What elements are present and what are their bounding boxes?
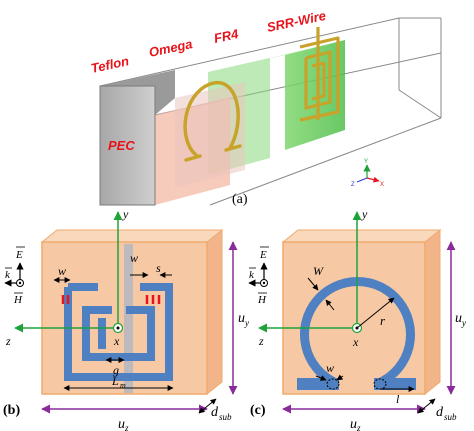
svg-text:sub: sub: [219, 412, 232, 422]
svg-text:Z: Z: [351, 182, 355, 188]
y-label-b: y: [122, 207, 129, 221]
svg-text:r: r: [380, 313, 386, 328]
svg-text:x: x: [352, 335, 359, 349]
omega-feet: [297, 378, 416, 390]
svg-text:w: w: [130, 251, 138, 265]
svg-text:w: w: [58, 264, 66, 278]
svg-text:H: H: [257, 294, 267, 306]
svg-text:k: k: [5, 269, 11, 281]
svg-text:m: m: [120, 381, 126, 390]
svg-text:s: s: [156, 261, 161, 275]
svg-text:z: z: [124, 423, 129, 431]
svg-text:X: X: [380, 182, 384, 188]
svg-text:y: y: [244, 318, 249, 328]
svg-text:y: y: [461, 318, 466, 328]
dims-c: W r w l: [307, 264, 415, 406]
svg-text:z: z: [258, 334, 264, 348]
svg-text:u: u: [238, 311, 245, 326]
substrate-c-right-face: [424, 228, 441, 396]
svg-text:y: y: [361, 207, 368, 221]
svg-text:L: L: [111, 374, 119, 388]
field-triad-b: E k H: [4, 246, 25, 306]
gap-markers-b: [61, 295, 161, 304]
svg-text:E: E: [259, 249, 267, 261]
label-pec: PEC: [108, 138, 135, 153]
field-triad-c: E k H: [248, 246, 269, 306]
wire-strip: [124, 244, 133, 393]
label-fr4: FR4: [213, 26, 241, 46]
svg-text:u: u: [350, 417, 357, 431]
axis-triad: Y X Z: [351, 159, 384, 188]
srr-wire-copper: [299, 27, 340, 122]
svg-text:H: H: [13, 294, 23, 306]
svg-text:W: W: [313, 264, 324, 278]
x-label-b: x: [113, 334, 120, 348]
svg-text:u: u: [118, 417, 125, 431]
svg-text:k: k: [249, 269, 255, 281]
caption-a: (a): [232, 192, 248, 207]
omega-particle: [183, 80, 242, 162]
svg-text:w: w: [326, 361, 334, 375]
svg-text:d: d: [436, 405, 444, 420]
svg-text:d: d: [211, 405, 219, 420]
substrate-b-top-face: [40, 229, 224, 243]
svg-text:g: g: [113, 363, 119, 377]
caption-c: (c): [250, 403, 266, 418]
label-omega: Omega: [148, 36, 194, 60]
srr-inner-bar: [98, 318, 106, 349]
z-label-b: z: [5, 334, 11, 348]
label-teflon: Teflon: [90, 53, 131, 76]
svg-text:Y: Y: [364, 159, 368, 165]
substrate-b-right-face: [206, 228, 223, 396]
svg-text:E: E: [15, 249, 23, 261]
dsub-arrow-c: [417, 398, 436, 414]
panel-b-srr-wire-unitcell: y z x E k H w s w g L m: [3, 207, 249, 431]
substrate-c-top-face: [281, 229, 442, 243]
omega-slab: [175, 82, 245, 188]
dsub-arrow-b: [198, 398, 217, 414]
svg-text:z: z: [356, 423, 361, 431]
panel-c-omega-unitcell: y z x E k H W r w l: [248, 207, 466, 431]
svg-text:u: u: [455, 311, 462, 326]
pec-front-face: [99, 85, 156, 206]
svg-text:sub: sub: [444, 412, 457, 422]
caption-b: (b): [3, 403, 20, 418]
panel-a-3d-model: Teflon Omega FR4 SRR-Wire PEC Y X Z (a): [90, 8, 442, 207]
svg-text:l: l: [396, 392, 400, 406]
dims-b: w s w g L m: [53, 251, 174, 391]
